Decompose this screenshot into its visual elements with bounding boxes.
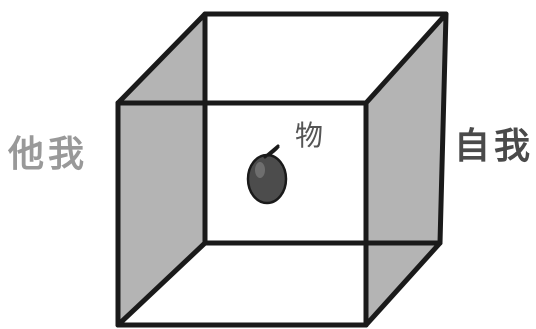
apple-object: [248, 146, 286, 203]
apple-body: [248, 155, 286, 203]
other-self-label: 他我: [8, 137, 88, 173]
self-label: 自我: [454, 129, 534, 165]
cube-left-wall: [118, 14, 205, 325]
apple-highlight: [255, 162, 265, 178]
cube-right-wall: [366, 14, 446, 325]
object-label: 物: [295, 122, 323, 150]
